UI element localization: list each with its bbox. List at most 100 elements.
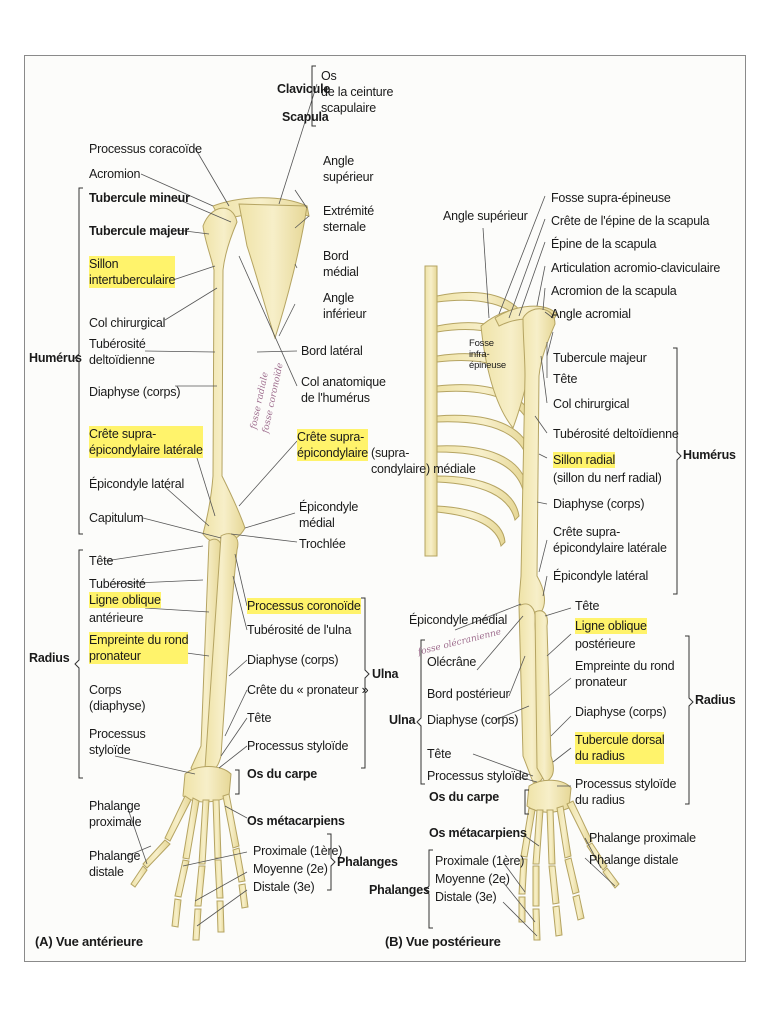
label-line: intertuberculaire [89,272,176,288]
label-line: Tête [553,372,578,386]
label-line: condylaire) médiale [371,462,476,476]
label-b-articulation: Articulation acromio-claviculaire [551,260,720,276]
label-line: (diaphyse) [89,699,146,713]
label-b-proc-styloide-ulna: Processus styloïde [427,768,529,784]
label-line: antérieure [89,611,144,625]
label-line: Humérus [683,448,736,462]
label-b-acromion: Acromion de la scapula [551,283,677,299]
leader-lines [104,83,616,937]
label-b-ligne-oblique: Ligne oblique [575,618,647,634]
label-a-phalanges-list: Proximale (1ère)Moyenne (2e)Distale (3e) [253,842,342,896]
label-line: Processus styloïde [427,769,529,783]
label-line: Crête de l'épine de la scapula [551,214,710,228]
label-b-epine: Épine de la scapula [551,236,657,252]
label-a-clavicule: Clavicule [277,81,330,97]
label-a-bord-lat: Bord latéral [301,343,363,359]
label-line: Tubercule majeur [553,351,647,365]
label-line: deltoïdienne [89,353,155,367]
label-line: Processus styloïde [575,777,677,791]
label-a-coracoide: Processus coracoïde [89,141,202,157]
label-line: Processus coracoïde [89,142,202,156]
label-b-carpe: Os du carpe [429,789,499,805]
label-b-humerus: Humérus [683,447,736,463]
label-line: épicondylaire [297,445,369,461]
label-line: Moyenne (2e) [435,872,510,886]
label-line: médial [323,265,359,279]
label-a-crete-lat: Crête supra-épicondylaire latérale [89,426,203,458]
label-line: Phalanges [337,855,398,869]
label-a-tuberosite-delt: Tubérosité deltoïdienne [89,336,155,368]
label-b-sillon-radial: Sillon radial [553,452,615,468]
label-a-tete-radius: Tête [89,553,113,569]
label-a-scapula: Scapula [282,109,329,125]
label-line: (supra- [371,446,410,460]
label-line: Os [321,69,337,83]
label-line: Processus coronoïde [247,598,361,614]
label-line: Tubérosité [89,577,146,591]
label-b-diaphyse: Diaphyse (corps) [553,496,644,512]
caption-b: (B) Vue postérieure [385,934,501,949]
label-line: Col anatomique [301,375,386,389]
label-line: Épicondyle [299,500,359,514]
label-line: styloïde [89,743,131,757]
label-line: Capitulum [89,511,144,525]
label-line: Sillon radial [553,452,616,468]
label-a-anterieure: antérieure [89,610,143,626]
label-line: Proximale (1ère) [253,844,343,858]
label-line: postérieure [575,637,636,651]
label-line: médial [299,516,335,530]
label-a-epi-med: Épicondyle médial [299,499,358,531]
label-line: supérieur [323,170,374,184]
label-line: Crête supra- [297,429,369,445]
label-line: Clavicule [277,82,331,96]
label-line: Os du carpe [247,767,318,781]
label-line: Humérus [29,351,82,365]
label-a-ligne-oblique: Ligne oblique [89,592,161,608]
humerus-b [518,308,556,615]
label-line: Extrémité [323,204,374,218]
label-line: Épicondyle latéral [553,569,649,583]
label-line: infra- [469,349,490,360]
label-line: Empreinte du rond [575,659,675,673]
label-line: Ligne oblique [89,592,161,608]
radius-b [534,610,554,783]
label-line: Tête [427,747,452,761]
label-line: Tête [89,554,114,568]
label-line: Bord latéral [301,344,363,358]
label-line: Diaphyse (corps) [427,713,519,727]
label-line: du radius [575,748,665,764]
label-line: Diaphyse (corps) [553,497,645,511]
label-a-crete-med: Crête supra-épicondylaire [297,429,368,461]
label-line: (sillon du nerf radial) [553,471,662,485]
label-line: distale [89,865,124,879]
label-line: Articulation acromio-claviculaire [551,261,721,275]
label-line: Distale (3e) [435,890,497,904]
label-line: Crête supra- [89,426,203,442]
label-a-capitulum: Capitulum [89,510,144,526]
label-b-phal-dist: Phalange distale [589,852,678,868]
label-b-posterieure: postérieure [575,636,636,652]
label-b-bord-post: Bord postérieur [427,686,510,702]
label-line: Tête [575,599,600,613]
label-b-ulna: Ulna [389,712,415,728]
label-line: Tubérosité [89,337,146,351]
metacarpals-a [164,793,240,865]
label-b-sillon-nerf: (sillon du nerf radial) [553,470,662,486]
label-a-carpe: Os du carpe [247,766,317,782]
label-line: inférieur [323,307,367,321]
label-line: Tubercule dorsal [575,732,665,748]
label-line: Crête du « pronateur » [247,683,369,697]
label-line: Ulna [389,713,416,727]
label-a-corps-diaphyse: Corps(diaphyse) [89,682,146,714]
label-line: Phalange [89,849,141,863]
label-line: Acromion [89,167,141,181]
label-b-angle-acromial: Angle acromial [551,306,631,322]
label-line: Crête supra- [553,525,621,539]
label-a-phal-dist: Phalange distale [89,848,140,880]
